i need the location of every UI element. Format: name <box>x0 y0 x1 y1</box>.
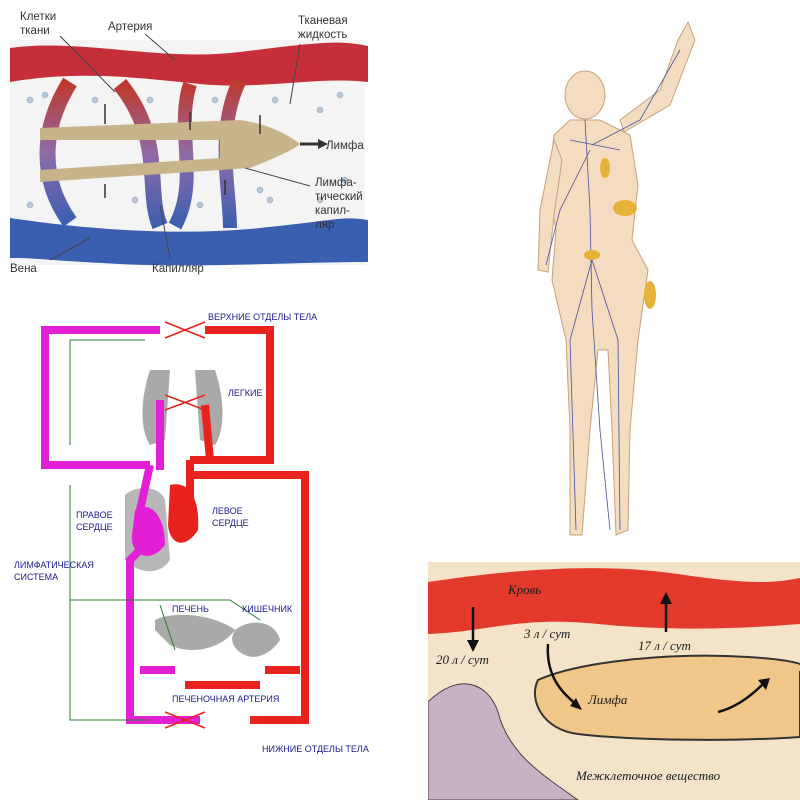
capillary-loop <box>39 77 77 227</box>
capillary-loop <box>113 78 168 230</box>
fluid-label-line1: Тканевая <box>298 15 348 27</box>
intestine-label: КИШЕЧНИК <box>242 604 293 614</box>
flow-arrow-heads <box>467 592 770 710</box>
tissue-cell <box>428 683 579 800</box>
lymph-lines <box>69 339 261 721</box>
lymph-cap-line3: капил- <box>315 205 350 217</box>
lymph-label: Лимфа <box>326 140 364 152</box>
intestine-shape <box>232 622 280 657</box>
hepatic-artery-label: ПЕЧЕНОЧНАЯ АРТЕРИЯ <box>172 694 279 704</box>
capillary-loop <box>168 81 197 230</box>
lymph-vessel <box>533 654 800 741</box>
vein-label: Вена <box>10 263 37 275</box>
right-heart-label-2: СЕРДЦЕ <box>76 522 113 532</box>
fluid-arrows <box>104 104 261 198</box>
flow-arrows <box>471 602 764 714</box>
lymph-cap-line2: тический <box>315 191 363 203</box>
body-silhouette <box>537 20 696 536</box>
lymph-system-label-1: ЛИМФАТИЧЕСКАЯ <box>14 560 94 570</box>
cells-label-line1: Клетки <box>20 11 56 23</box>
blood-label: Кровь <box>507 582 541 597</box>
body-svg <box>537 20 696 536</box>
left-heart <box>168 484 199 543</box>
out-rate-label: 20 л / сут <box>436 652 489 667</box>
capillary-label: Капилляр <box>152 263 204 275</box>
lymphatic-body-illustration <box>520 10 720 555</box>
lymph-cap-line4: ляр <box>315 219 334 231</box>
liver-shape <box>155 614 235 650</box>
blood-vessel <box>428 568 800 634</box>
circulation-svg: ВЕРХНИЕ ОТДЕЛЫ ТЕЛА ЛЕГКИЕ ПРАВОЕ СЕРДЦЕ… <box>14 312 369 754</box>
tissue-cells <box>26 91 349 209</box>
label-leaders <box>49 33 311 261</box>
lymph-cap-line1: Лимфа- <box>315 177 357 189</box>
fluid-flow-diagram: Кровь 20 л / сут 3 л / сут 17 л / сут Ли… <box>428 562 800 800</box>
fluid-label-line2: жидкость <box>298 29 347 41</box>
left-heart-label-1: ЛЕВОЕ <box>212 506 243 516</box>
left-heart-label-2: СЕРДЦЕ <box>212 518 249 528</box>
to-lymph-rate-label: 3 л / сут <box>523 626 570 641</box>
vein-vessel <box>10 218 368 266</box>
right-heart <box>131 506 165 556</box>
capillary-beds <box>164 321 206 729</box>
cells-label-line2: ткани <box>20 25 50 37</box>
artery-label: Артерия <box>108 21 152 33</box>
lymphatic-capillary <box>40 120 300 182</box>
tissue-diagram-svg: Клетки ткани Артерия Тканевая жидкость Л… <box>10 11 368 275</box>
right-heart-label-1: ПРАВОЕ <box>76 510 113 520</box>
circulation-scheme: ВЕРХНИЕ ОТДЕЛЫ ТЕЛА ЛЕГКИЕ ПРАВОЕ СЕРДЦЕ… <box>0 300 420 800</box>
upper-body-label: ВЕРХНИЕ ОТДЕЛЫ ТЕЛА <box>208 312 317 322</box>
tissue-capillary-diagram: Клетки ткани Артерия Тканевая жидкость Л… <box>0 0 380 290</box>
liver-label: ПЕЧЕНЬ <box>172 604 209 614</box>
lymph-system-label-2: СИСТЕМА <box>14 572 58 582</box>
flow-svg: Кровь 20 л / сут 3 л / сут 17 л / сут Ли… <box>428 562 800 800</box>
lymph-organs <box>584 158 656 309</box>
artery-vessel <box>10 42 368 86</box>
lymph-flow-label: Лимфа <box>587 692 628 707</box>
interstitial-label: Межклеточное вещество <box>575 768 721 783</box>
lymph-vessels <box>545 49 681 531</box>
lymph-arrow-head <box>318 139 328 149</box>
back-rate-label: 17 л / сут <box>638 638 691 653</box>
lungs-label: ЛЕГКИЕ <box>228 388 263 398</box>
lower-body-label: НИЖНИЕ ОТДЕЛЫ ТЕЛА <box>262 744 369 754</box>
